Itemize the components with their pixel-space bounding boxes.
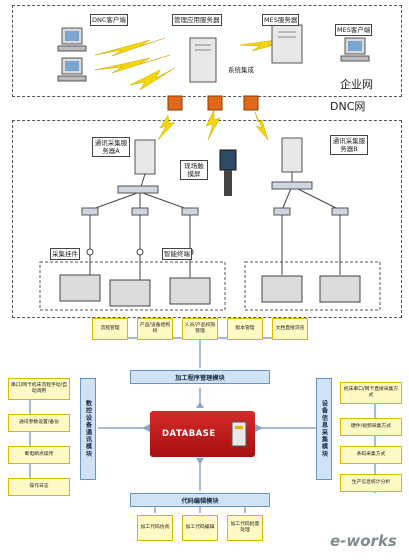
server-b-label: 通讯采集服务器B — [330, 135, 368, 155]
module-item-1: 流程管理 — [92, 318, 128, 340]
right-item-3: 条码采集方式 — [340, 446, 402, 464]
right-item-4: 生产信息统计分析 — [340, 474, 402, 492]
server-a-label: 通讯采集服务器A — [92, 137, 130, 157]
server-b-icon — [281, 137, 303, 173]
arrow-icon — [142, 402, 263, 464]
program-management-module: 加工程序管理模块 — [130, 370, 270, 384]
code-edit-module: 代码编辑模块 — [130, 493, 270, 507]
dnc-network-label: DNC网 — [330, 100, 366, 113]
module-item-3: 人员/产品权限管理 — [182, 318, 218, 340]
cnc-machine-icon — [59, 274, 361, 307]
left-item-3: 断电断点续传 — [8, 446, 70, 464]
touchscreen-kiosk-icon — [219, 149, 237, 196]
database-server-icon — [231, 421, 247, 447]
integration-label: 系统集成 — [228, 66, 254, 74]
dnc-client-label: DNC客户端 — [90, 14, 128, 26]
right-item-2: 硬件/视频采集方式 — [340, 418, 402, 436]
module-item-2: 产品/设备结构树 — [137, 318, 173, 340]
mes-server-label: MES服务器 — [262, 14, 300, 26]
left-item-4: 操作日志 — [8, 478, 70, 496]
comm-module: 数控设备通讯模块 — [80, 378, 96, 480]
client-computer-icon — [57, 27, 87, 82]
smart-terminal-label: 智能终端 — [162, 248, 192, 260]
network-switch-icon — [81, 181, 349, 216]
left-item-2: 通讯参数设置/备份 — [8, 414, 70, 432]
enterprise-network-label: 企业网 — [340, 78, 373, 91]
server-a-icon — [134, 139, 156, 175]
bottom-item-1: 加工代码仿真 — [137, 515, 173, 541]
bottom-item-3: 加工代码批量处理 — [227, 515, 263, 541]
watermark-logo: e-works — [330, 532, 397, 550]
network-diagram — [39, 24, 381, 311]
app-server-label: 管理应用服务器 — [172, 14, 222, 26]
collector-label: 采集挂件 — [50, 248, 80, 260]
lightning-icon — [157, 109, 269, 141]
mes-client-computer-icon — [340, 37, 370, 62]
app-server-icon — [189, 37, 217, 83]
collection-module: 设备信息采集模块 — [316, 378, 332, 480]
mes-server-icon — [271, 24, 303, 64]
enterprise-network-zone — [12, 5, 402, 97]
left-item-1: 串口/网卡机床流程手动/自动调用 — [8, 378, 70, 400]
firewall-icon — [167, 95, 259, 111]
bottom-item-2: 加工代码编辑 — [182, 515, 218, 541]
kiosk-label: 现场触摸屏 — [180, 160, 208, 180]
mes-client-label: MES客户端 — [335, 24, 373, 36]
dnc-network-zone — [12, 120, 402, 318]
right-item-1: 机床串口/网卡直接采集方式 — [340, 382, 402, 404]
module-item-4: 版本管理 — [227, 318, 263, 340]
module-item-5: 文档直接浏览 — [272, 318, 308, 340]
